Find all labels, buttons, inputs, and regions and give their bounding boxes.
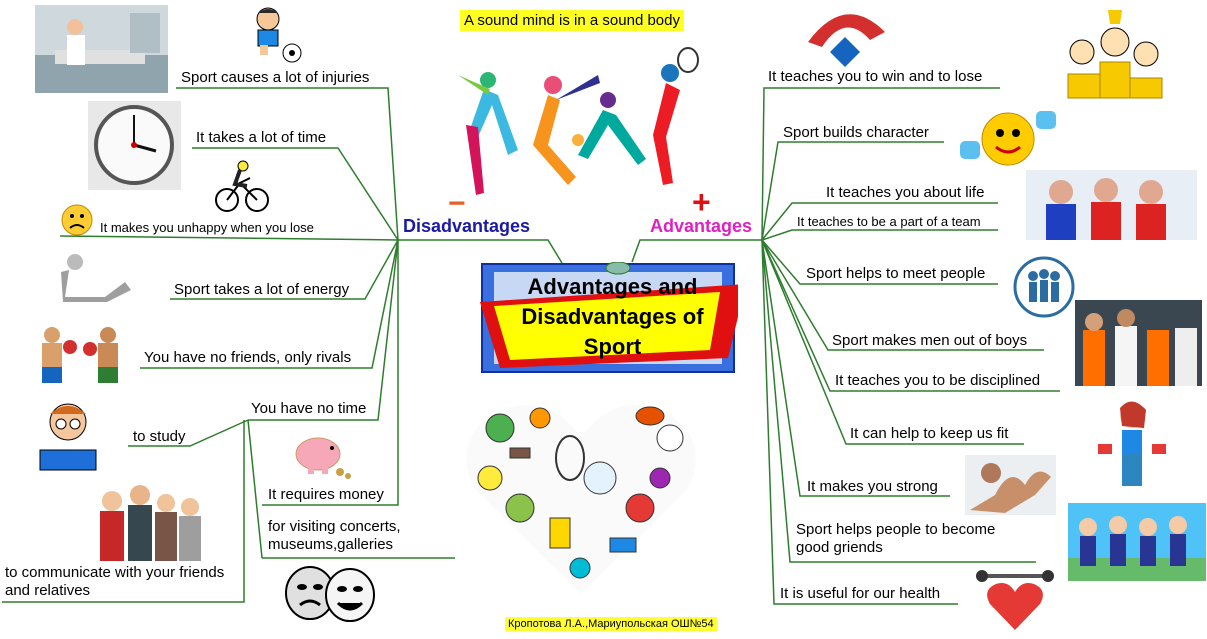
footballers-photo xyxy=(1075,300,1202,386)
disadv-unhappy: It makes you unhappy when you lose xyxy=(100,220,314,235)
adv-health: It is useful for our health xyxy=(780,585,941,602)
branch-energy xyxy=(170,239,399,300)
branch-fit xyxy=(761,239,1024,445)
disadv-injuries: Sport causes a lot of injuries xyxy=(181,69,370,86)
branch-adv-center xyxy=(631,239,762,263)
sports-heart-icon xyxy=(466,404,696,594)
sad-smiley-icon xyxy=(61,204,93,236)
branch-character xyxy=(761,141,944,241)
piggy-bank-icon xyxy=(295,437,351,479)
adv-character: Sport builds character xyxy=(783,124,929,141)
tired-figure-icon xyxy=(61,254,131,302)
branch-communicate xyxy=(2,420,245,603)
hospital-photo xyxy=(35,5,168,93)
no-time-communicate: to communicate with your friends and rel… xyxy=(5,564,225,599)
branch-disciplined xyxy=(761,239,1060,392)
branch-life xyxy=(761,202,998,241)
minus-sign: − xyxy=(448,187,466,220)
branch-unhappy xyxy=(59,235,399,241)
branch-study xyxy=(128,419,249,447)
advantages-heading: Advantages xyxy=(650,216,753,236)
branch-rivals xyxy=(140,239,399,369)
adv-men: Sport makes men out of boys xyxy=(832,332,1028,349)
disadv-money: It requires money xyxy=(268,486,384,503)
adv-strong: It makes you strong xyxy=(807,478,938,495)
center-title: Advantages and Disadvantages of Sport xyxy=(521,274,704,359)
branch-concerts xyxy=(247,419,263,559)
adv-life: It teaches you about life xyxy=(826,184,985,201)
clock-icon xyxy=(88,101,181,190)
branch-health xyxy=(761,239,958,605)
disadv-time: It takes a lot of time xyxy=(196,129,327,146)
branch-disadv-center xyxy=(398,239,563,264)
athletes-silhouette-icon xyxy=(458,47,699,195)
podium-kids-icon xyxy=(1067,10,1163,99)
fitness-girl-icon xyxy=(1098,401,1166,486)
no-time-concerts: for visiting concerts, museums,galleries xyxy=(268,518,401,553)
olympic-team-photo xyxy=(1026,170,1197,240)
cyclist-icon xyxy=(215,160,269,212)
disadv-rivals: You have no friends, only rivals xyxy=(144,349,352,366)
dumbbell-smiley-icon xyxy=(960,111,1056,166)
branch-friends xyxy=(761,239,1036,563)
adv-team: It teaches to be a part of a team xyxy=(797,214,981,229)
theatre-masks-icon xyxy=(285,566,375,622)
family-group-icon xyxy=(100,485,201,561)
branch-win-lose xyxy=(761,87,1000,241)
disadvantages-heading: Disadvantages xyxy=(403,216,531,236)
heart-weightlifter-icon xyxy=(976,570,1054,630)
motto-banner: A sound mind is in a sound body xyxy=(460,10,684,31)
author-credit: Кропотова Л.А.,Мариупольская ОШ№54 xyxy=(505,617,717,631)
boxers-icon xyxy=(42,327,118,383)
plus-sign: + xyxy=(692,184,711,220)
adv-fit: It can help to keep us fit xyxy=(850,425,1009,442)
branch-strong xyxy=(761,239,950,497)
disadv-energy: Sport takes a lot of energy xyxy=(174,281,350,298)
branch-no-time xyxy=(248,239,399,421)
branch-money xyxy=(262,240,399,506)
student-reading-icon xyxy=(39,403,97,471)
adv-disciplined: It teaches you to be disciplined xyxy=(835,372,1041,389)
adv-meet: Sport helps to meet people xyxy=(806,265,986,282)
no-time-study: to study xyxy=(133,428,186,445)
branch-time xyxy=(192,147,399,241)
branch-men xyxy=(761,239,1044,351)
kids-team-photo xyxy=(1068,503,1206,581)
center-frame xyxy=(480,262,738,373)
adv-friends: Sport helps people to become good griend… xyxy=(796,521,996,556)
disadv-no-time: You have no time xyxy=(251,400,367,417)
adv-win-lose: It teaches you to win and to lose xyxy=(768,68,983,85)
branch-meet xyxy=(761,239,998,285)
child-football-icon xyxy=(256,7,302,63)
branch-team xyxy=(761,229,998,241)
flexing-arm-photo xyxy=(965,455,1056,515)
people-group-icon xyxy=(1013,256,1075,318)
branch-injuries xyxy=(176,87,399,241)
sport-logo-icon xyxy=(808,14,885,67)
